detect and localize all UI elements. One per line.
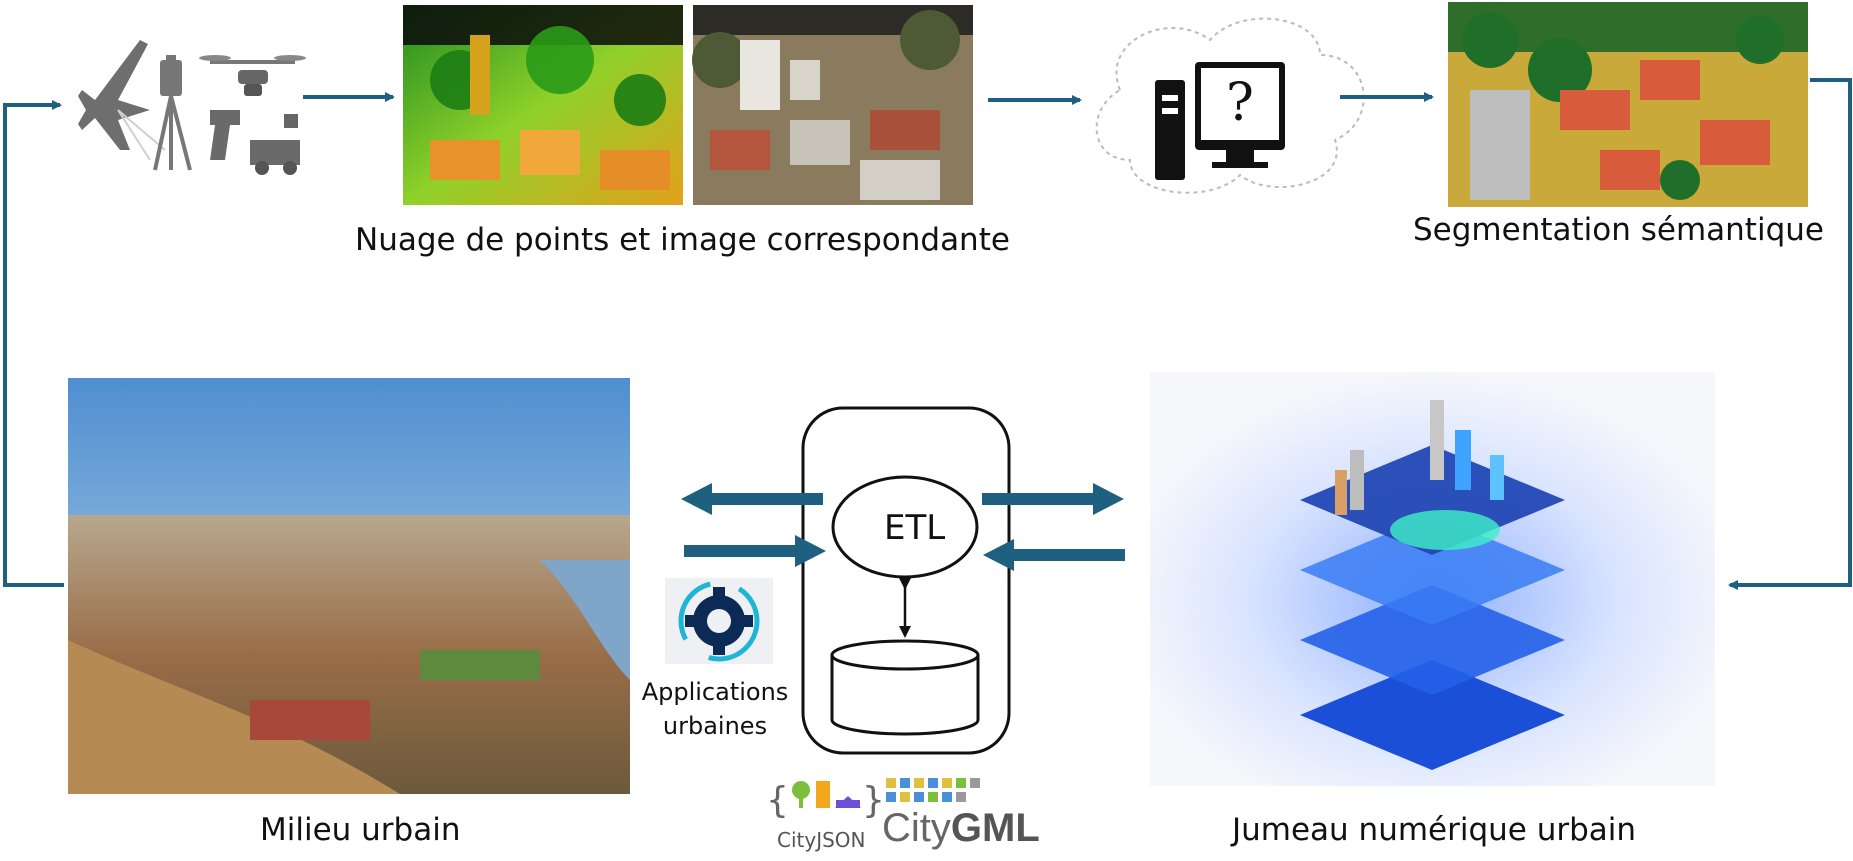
citygml-suffix: GML: [950, 806, 1040, 850]
svg-text:{: {: [766, 780, 789, 821]
arrow-applications-to-etl: [684, 535, 826, 567]
acquisition-icons: [78, 40, 306, 175]
applications-caption-line1: Applications: [641, 678, 789, 706]
applications-caption-line2: urbaines: [662, 712, 768, 740]
database-cylinder: [830, 639, 980, 736]
airplane-icon: [78, 40, 166, 161]
point-cloud-image: [403, 5, 683, 205]
handheld-scanner-icon: [210, 110, 240, 160]
svg-text:}: }: [862, 780, 885, 821]
drone-icon: [199, 55, 306, 96]
arrow-twin-to-etl: [983, 539, 1125, 571]
arrow-etl-to-twin: [982, 483, 1124, 515]
flow-arrows: [3, 78, 1852, 590]
citygml-logo-text: CityGML: [882, 806, 1040, 851]
etl-label: ETL: [884, 508, 946, 548]
digital-twin-caption: Jumeau numérique urbain: [1232, 812, 1637, 848]
etl-container: [801, 406, 1011, 755]
terrestrial-scanner-icon: [153, 55, 192, 171]
arrow-segmentation-to-twin: [1728, 78, 1852, 590]
computer-question-icon: ?: [1155, 62, 1285, 180]
etl-node: [831, 475, 979, 579]
semantic-segmentation-image: [1448, 2, 1808, 207]
exchange-arrows: [681, 483, 1125, 571]
cityjson-logo-text: CityJSON: [777, 828, 866, 852]
urban-applications-icon: [665, 578, 773, 664]
point-cloud-caption: Nuage de points et image correspondante: [355, 222, 1010, 258]
arrow-etl-to-applications: [681, 483, 823, 515]
svg-text:?: ?: [1226, 73, 1254, 133]
citygml-prefix: City: [882, 806, 951, 850]
segmentation-caption: Segmentation sémantique: [1413, 212, 1824, 248]
processing-cloud: ?: [1095, 17, 1365, 194]
arrow-urban-to-acquisition: [3, 100, 64, 587]
citygml-logo-mark: [886, 778, 980, 802]
cityjson-logo: { }: [766, 780, 885, 821]
urban-environment-photo: [68, 378, 630, 794]
applications-caption: Applications urbaines: [630, 675, 800, 743]
mobile-mapping-vehicle-icon: [250, 114, 300, 175]
urban-digital-twin-image: [1150, 372, 1715, 786]
aerial-photo-image: [692, 5, 973, 205]
urban-environment-caption: Milieu urbain: [260, 812, 461, 848]
